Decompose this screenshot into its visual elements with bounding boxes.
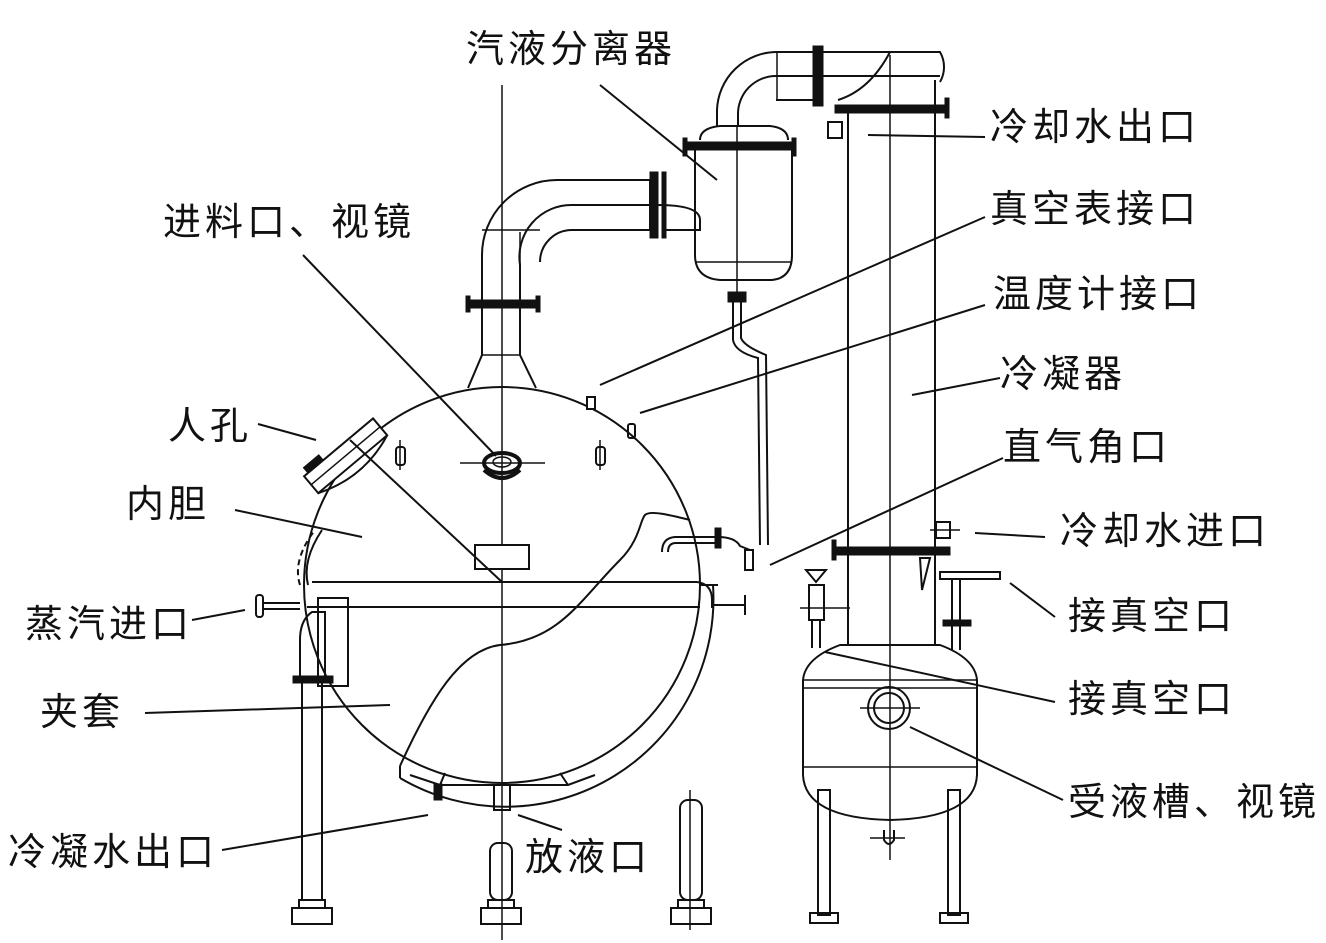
leader-drain <box>517 814 563 831</box>
cutaway-line <box>399 511 691 767</box>
leader-cooling-inlet <box>974 532 1046 538</box>
label-vacuum-port-2: 接真空口 <box>1068 677 1237 721</box>
leader-jacket <box>144 704 391 714</box>
support-legs <box>291 683 712 930</box>
leader-vacuum-2 <box>824 651 1056 703</box>
leader-receiver <box>909 726 1064 801</box>
vapor-liquid-separator <box>682 45 945 546</box>
leader-condensate <box>221 814 429 851</box>
vapour-pipe <box>465 171 701 389</box>
label-drain-outlet: 放液口 <box>525 835 652 879</box>
label-inner-vessel: 内胆 <box>126 482 211 526</box>
label-vacuum-port-1: 接真空口 <box>1068 594 1237 638</box>
label-feed-inlet-sight-glass: 进料口、视镜 <box>163 200 416 244</box>
label-manhole: 人孔 <box>168 404 253 448</box>
leader-inner-vessel <box>234 509 363 538</box>
label-jacket: 夹套 <box>40 690 125 734</box>
label-vacuum-gauge-port: 真空表接口 <box>990 187 1201 231</box>
leader-inner-diagonal <box>349 439 503 583</box>
return-elbow <box>661 527 754 571</box>
label-cooling-water-outlet: 冷却水出口 <box>990 105 1201 149</box>
leader-vacuum-gauge <box>599 216 986 386</box>
leader-lines <box>144 84 1064 851</box>
leader-cooling-outlet <box>867 134 986 138</box>
label-thermometer-port: 温度计接口 <box>993 272 1204 316</box>
label-separator: 汽液分离器 <box>466 27 677 71</box>
leader-manhole <box>257 423 317 441</box>
label-straight-angle-port: 直气角口 <box>1003 425 1172 469</box>
leader-thermometer <box>639 304 986 414</box>
manhole-assembly <box>302 417 389 495</box>
label-steam-inlet: 蒸汽进口 <box>25 602 194 646</box>
leader-feed-port <box>302 254 497 457</box>
leader-condenser <box>911 377 1001 396</box>
label-receiver-sight-glass: 受液槽、视镜 <box>1068 780 1321 824</box>
jacket-shell <box>399 584 715 808</box>
label-condensate-outlet: 冷凝水出口 <box>8 830 219 874</box>
label-cooling-water-inlet: 冷却水进口 <box>1060 509 1271 553</box>
label-condenser: 冷凝器 <box>1000 352 1127 396</box>
leader-steam-inlet <box>191 609 246 621</box>
steam-inlet-assembly <box>255 529 746 687</box>
leader-vacuum-1 <box>1009 582 1056 618</box>
evaporator-vessel <box>303 85 718 940</box>
receiver-tank <box>800 557 1001 924</box>
condenser-column <box>827 55 960 860</box>
leader-straight-angle <box>769 457 1004 566</box>
leader-separator <box>599 84 718 181</box>
